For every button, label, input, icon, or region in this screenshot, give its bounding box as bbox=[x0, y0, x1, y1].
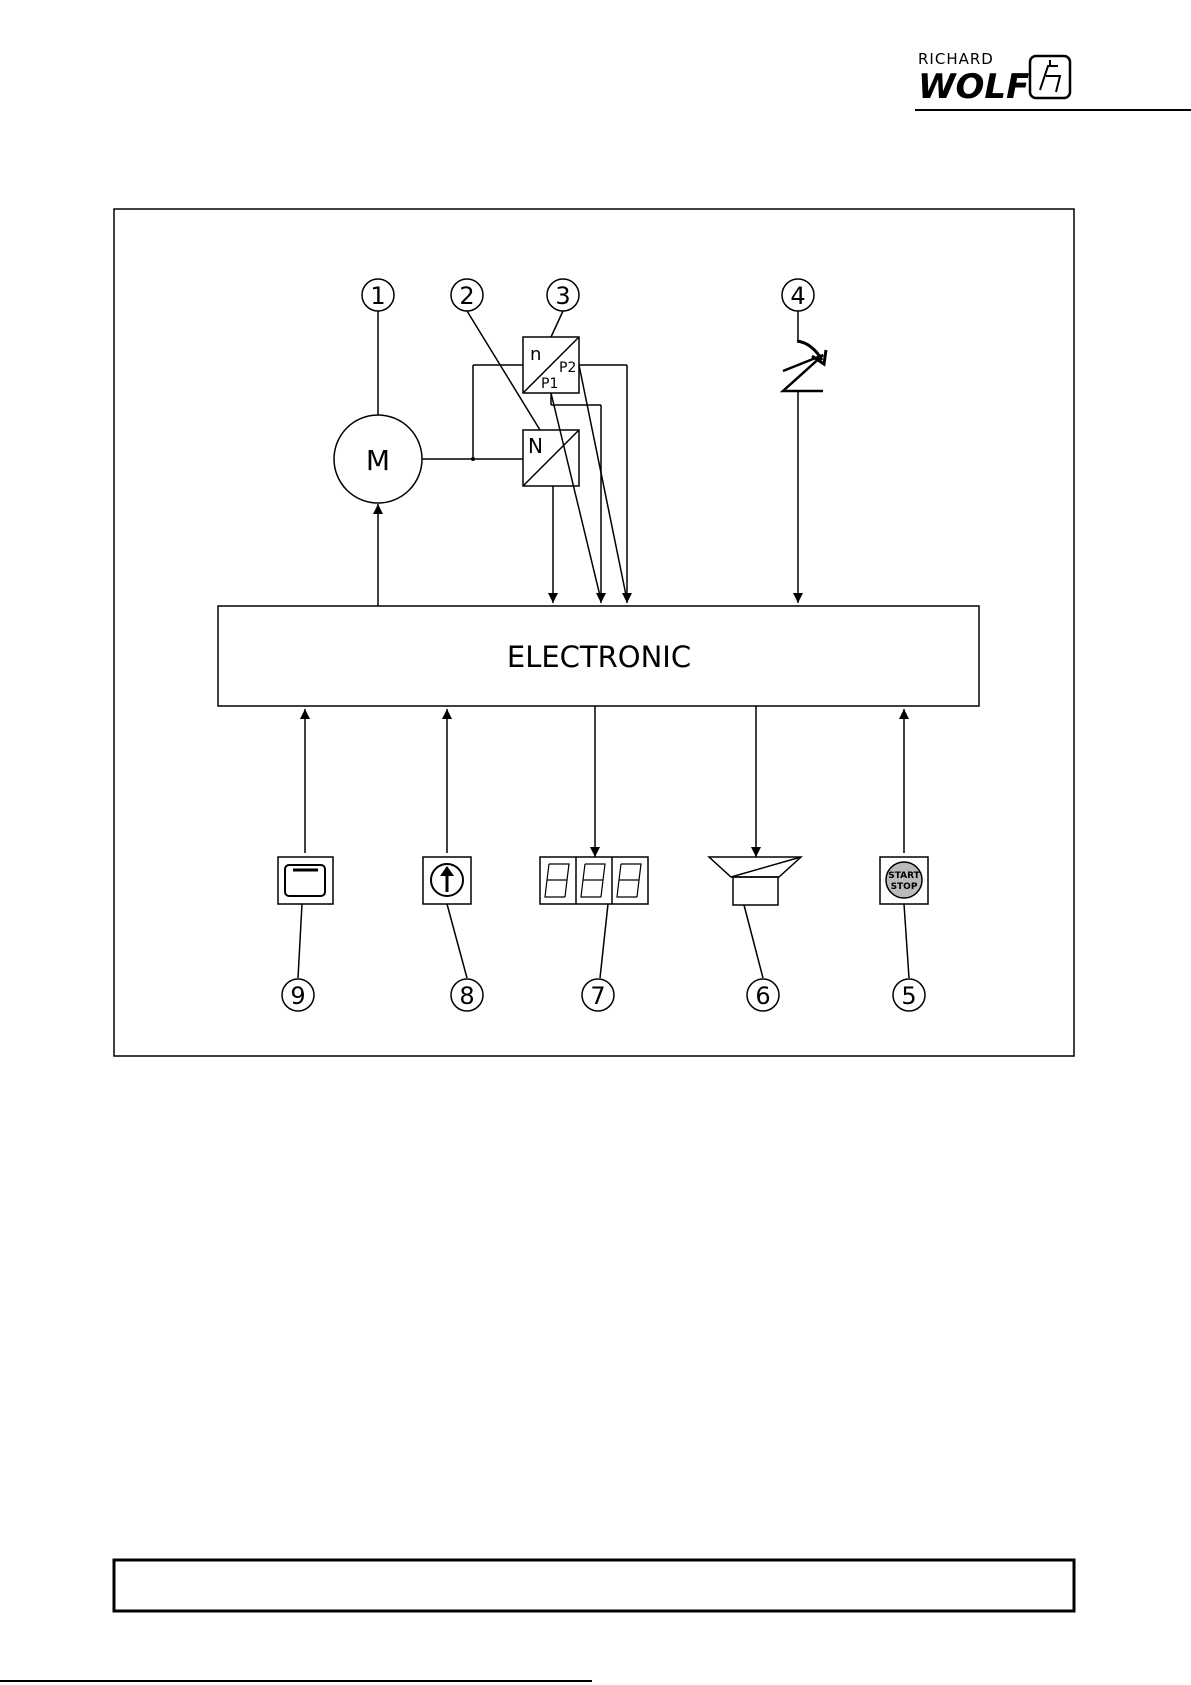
callout-3-leader bbox=[551, 311, 563, 337]
svg-text:1: 1 bbox=[370, 282, 385, 310]
footer-box bbox=[114, 1560, 1074, 1611]
sensor-n-small-label: n bbox=[530, 344, 541, 365]
sensor-n-label: N bbox=[528, 434, 543, 458]
callout-2-leader bbox=[467, 311, 540, 430]
sensor-p1-label: P1 bbox=[541, 376, 558, 392]
logo-top-text: RICHARD bbox=[918, 50, 994, 68]
svg-text:4: 4 bbox=[790, 282, 805, 310]
svg-text:3: 3 bbox=[555, 282, 570, 310]
callout-9-leader bbox=[298, 904, 302, 978]
callout-9: 9 bbox=[282, 979, 314, 1011]
sensor-p2-label: P2 bbox=[559, 360, 576, 376]
callout-7-leader bbox=[600, 904, 608, 978]
callout-4: 4 bbox=[782, 279, 814, 311]
callout-8-leader bbox=[447, 904, 467, 978]
svg-text:2: 2 bbox=[459, 282, 474, 310]
callout-5: 5 bbox=[893, 979, 925, 1011]
callout-1: 1 bbox=[362, 279, 394, 311]
svg-text:8: 8 bbox=[459, 982, 474, 1010]
callout-2: 2 bbox=[451, 279, 483, 311]
svg-text:7: 7 bbox=[590, 982, 605, 1010]
electronic-label: ELECTRONIC bbox=[507, 640, 691, 674]
callout-6-leader bbox=[744, 905, 763, 978]
svg-text:5: 5 bbox=[901, 982, 916, 1010]
svg-text:9: 9 bbox=[290, 982, 305, 1010]
loudspeaker-icon bbox=[709, 857, 801, 905]
callout-8: 8 bbox=[451, 979, 483, 1011]
callout-3: 3 bbox=[547, 279, 579, 311]
diagram-frame bbox=[114, 209, 1074, 1056]
motor-label: M bbox=[366, 444, 390, 477]
start-label: START bbox=[888, 871, 920, 881]
callout-7: 7 bbox=[582, 979, 614, 1011]
stop-label: STOP bbox=[891, 882, 918, 892]
callout-5-leader bbox=[904, 904, 909, 978]
callout-6: 6 bbox=[747, 979, 779, 1011]
logo-main-text: WOLF bbox=[918, 67, 1029, 107]
up-button-icon bbox=[423, 857, 471, 904]
power-switch-icon bbox=[278, 857, 333, 904]
seven-segment-display bbox=[540, 857, 648, 904]
richard-wolf-logo: RICHARD WOLF bbox=[915, 50, 1191, 110]
svg-text:6: 6 bbox=[755, 982, 770, 1010]
start-stop-button-icon: START STOP bbox=[880, 857, 928, 904]
